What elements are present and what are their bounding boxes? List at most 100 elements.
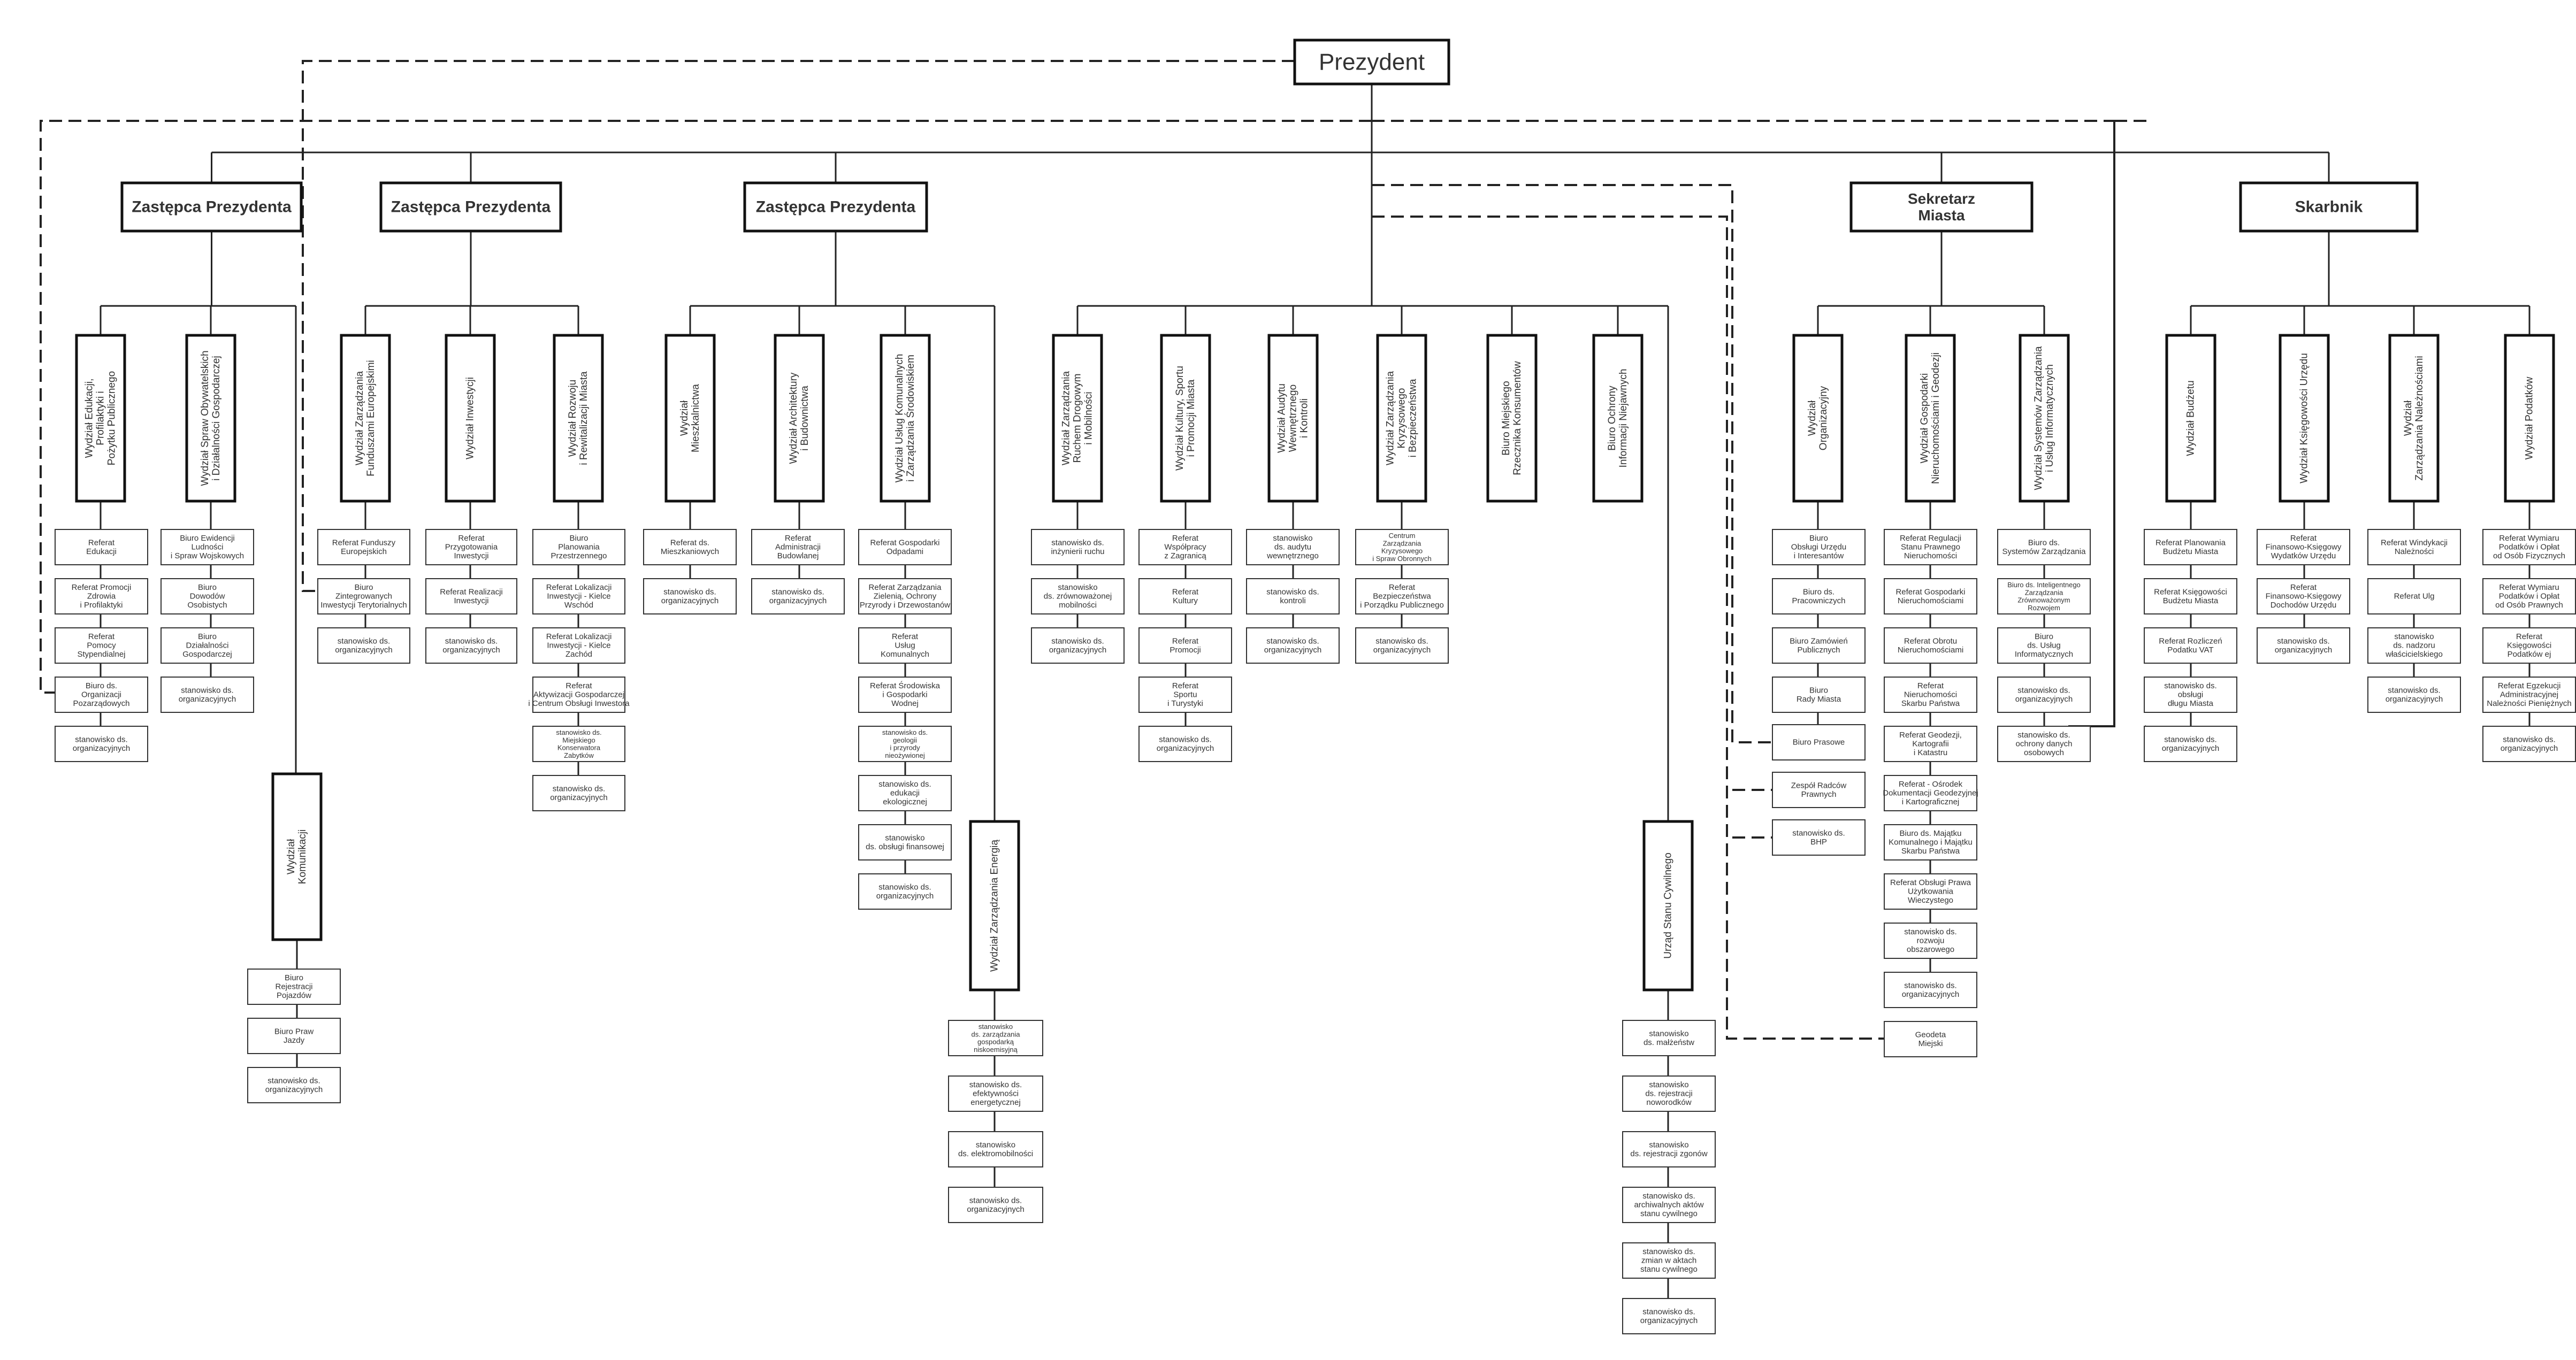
department-title: Wydział Audytu: [1276, 383, 1288, 453]
unit-label: obsługi: [2178, 690, 2204, 700]
box-frame: [1792, 334, 1844, 503]
box-frame: [1884, 972, 1977, 1008]
box-frame: [1031, 529, 1125, 565]
unit-box: stanowisko ds.organizacyjnych: [858, 873, 952, 910]
unit-label: Zielenią, Ochrony: [874, 592, 937, 601]
unit-label: Europejskich: [341, 547, 387, 556]
box-frame: [2482, 578, 2576, 614]
unit-label: Odpadami: [886, 547, 923, 556]
unit-label: stanowisko ds.: [882, 728, 928, 736]
department-title: Wydział Zarządzania: [1061, 371, 1072, 465]
unit-label: organizacyjnych: [967, 1205, 1025, 1214]
unit-box: Referat ds.Mieszkaniowych: [643, 529, 737, 565]
box-frame: [1884, 726, 1977, 762]
unit-label: stanowisko: [1649, 1029, 1688, 1038]
unit-label: stanowisko ds.: [1266, 587, 1319, 596]
leader-box: Zastępca Prezydenta: [743, 181, 928, 233]
unit-label: Referat Zarządzania: [869, 583, 942, 592]
box-frame: [664, 334, 716, 503]
unit-box: stanowisko ds.organizacyjnych: [948, 1187, 1043, 1223]
department-title: Wydział Księgowości Urzędu: [2299, 353, 2310, 483]
unit-label: i Katastru: [1914, 748, 1947, 757]
unit-label: efektywności: [973, 1089, 1019, 1098]
unit-label: i Interesantów: [1794, 551, 1844, 560]
unit-label: organizacyjnych: [661, 596, 719, 605]
unit-label: niskoemisyjną: [974, 1046, 1018, 1054]
unit-label: organizacyjnych: [1902, 990, 1960, 999]
unit-label: Mieszkaniowych: [661, 547, 719, 556]
unit-label: Referat Środowiska: [870, 681, 941, 690]
box-frame: [1138, 677, 1232, 713]
unit-box: stanowisko ds.kontroli: [1246, 578, 1340, 614]
unit-label: właścicielskiego: [2385, 650, 2443, 659]
box-frame: [160, 627, 254, 664]
unit-label: organizacyjnych: [1264, 646, 1322, 655]
unit-label: Miejskiego: [562, 736, 595, 744]
box-frame: [532, 726, 625, 762]
department-title: Profilaktyki i: [95, 391, 106, 445]
unit-label: stanu cywilnego: [1640, 1209, 1698, 1218]
department-title: Mieszkalnictwa: [690, 384, 701, 452]
unit-label: organizacyjnych: [1157, 744, 1214, 753]
box-frame: [858, 726, 952, 762]
unit-label: i Centrum Obsługi Inwestora: [528, 699, 630, 708]
unit-label: stanowisko ds.: [1792, 828, 1845, 837]
unit-label: Biuro: [1809, 534, 1828, 543]
unit-label: Referat Windykacji: [2381, 538, 2448, 547]
unit-label: Referat: [2516, 632, 2543, 641]
department-title: Wydział Spraw Obywatelskich: [200, 350, 211, 486]
unit-box: stanowisko ds.organizacyjnych: [1355, 627, 1449, 664]
box-frame: [2165, 334, 2216, 503]
unit-label: Stanu Prawnego: [1901, 543, 1960, 552]
unit-label: ds. rejestracji: [1645, 1089, 1692, 1098]
unit-label: stanowisko ds.: [969, 1080, 1022, 1089]
president-label: Prezydent: [1319, 49, 1425, 75]
box-frame: [340, 334, 391, 503]
leader-box: Skarbnik: [2239, 181, 2419, 233]
box-frame: [858, 578, 952, 614]
unit-label: Miejski: [1918, 1039, 1943, 1048]
unit-label: od Osób Prawnych: [2495, 601, 2563, 610]
box-frame: [247, 1018, 341, 1054]
unit-label: Zarządzania: [1383, 539, 1421, 547]
box-frame: [1622, 1187, 1716, 1223]
leader-title: Sekretarz: [1908, 190, 1975, 207]
unit-label: stanowisko: [976, 1140, 1015, 1149]
unit-label: Biuro Praw: [274, 1027, 314, 1036]
unit-label: Referat Lokalizacji: [546, 583, 612, 592]
unit-box: stanowisko ds.organizacyjnych: [2144, 726, 2237, 762]
box-frame: [1355, 529, 1449, 565]
unit-label: edukacji: [890, 789, 920, 798]
unit-label: Referat: [2290, 534, 2317, 543]
leader-box: Zastępca Prezydenta: [379, 181, 562, 233]
department-title: Wydział: [2403, 400, 2414, 436]
unit-box: stanowisko ds.organizacyjnych: [2367, 677, 2461, 713]
unit-label: Zintegrowanych: [335, 592, 392, 601]
unit-box: stanowisko ds.organizacyjnych: [1622, 1298, 1716, 1334]
unit-label: stanowisko ds.: [1375, 636, 1428, 646]
unit-label: Podatku VAT: [2167, 646, 2213, 655]
leader-box: Zastępca Prezydenta: [120, 181, 303, 233]
box-frame: [1772, 772, 1866, 808]
unit-label: stanowisko ds.: [1266, 636, 1319, 646]
unit-label: organizacyjnych: [335, 646, 393, 655]
unit-label: Biuro Zamówień: [1790, 636, 1847, 646]
